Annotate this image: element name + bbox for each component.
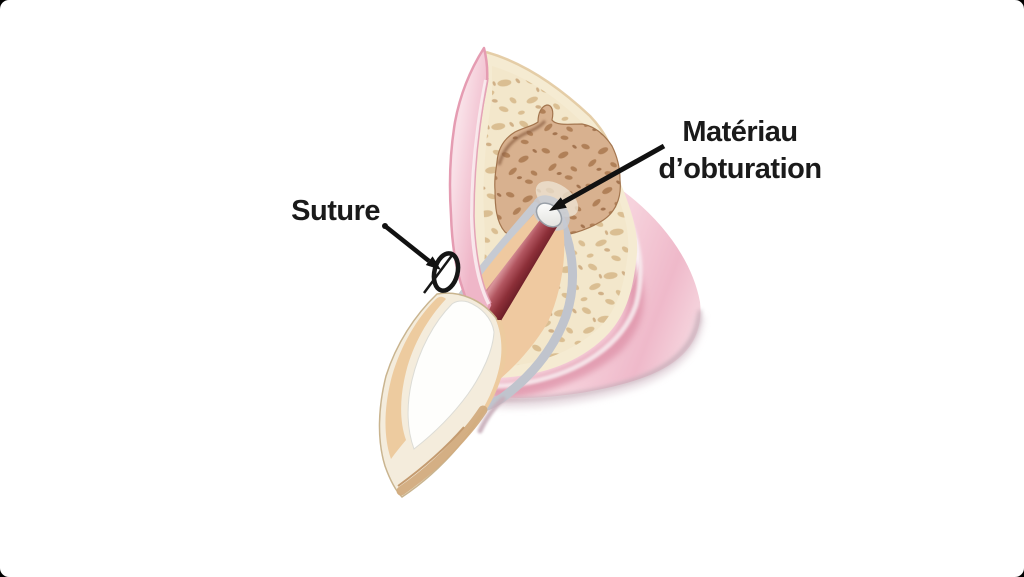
filling-material-arrowhead-icon — [549, 197, 567, 211]
suture-loop — [422, 251, 461, 294]
outer-gum-body — [470, 183, 701, 398]
suture-label: Suture — [291, 195, 380, 227]
gum-flap-periosteum-line — [469, 79, 491, 305]
annotations — [382, 143, 666, 270]
cavity-shadow-edge — [497, 119, 547, 166]
crown-enamel-center — [407, 300, 495, 450]
crown-incisal-line — [397, 426, 465, 487]
crown-incisal-band — [396, 405, 488, 496]
gum-flap-inner-edge — [473, 77, 492, 304]
suture-loop-oval — [431, 251, 461, 293]
crown-dentin-band-right — [462, 320, 507, 437]
gum-tail-over-crown — [477, 396, 506, 434]
crown-dentin-band-left — [385, 296, 446, 459]
filling-material-label-line2: d’obturation — [658, 153, 822, 185]
filling-material-arrow-line — [560, 143, 666, 206]
filling-material-label: Matériau d’obturation — [648, 114, 832, 188]
bone-cavity — [494, 104, 621, 240]
cavity-window — [494, 104, 621, 240]
suture-arrow-line — [383, 224, 431, 263]
filling-material-label-line1: Matériau — [682, 116, 798, 148]
suture-arrowhead-icon — [425, 256, 441, 270]
periodontal-ligament-right — [479, 209, 577, 412]
tooth-crown — [378, 292, 507, 498]
suture-thread — [422, 253, 455, 294]
